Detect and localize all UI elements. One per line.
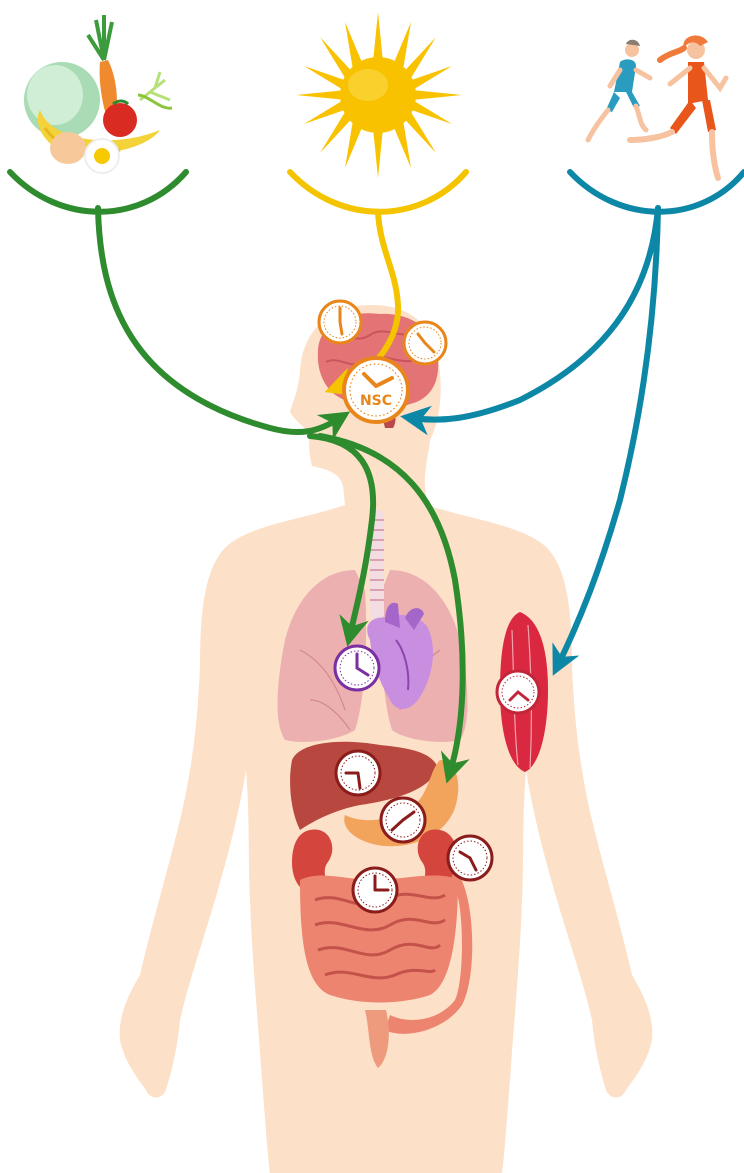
intestine-clock — [353, 868, 397, 912]
runners-icon — [588, 35, 726, 178]
liver-clock — [336, 751, 380, 795]
input-bowls — [10, 172, 744, 212]
food-icon — [24, 15, 172, 173]
nsc-label: NSC — [360, 393, 392, 409]
sun-icon — [296, 12, 462, 178]
kidney-clock — [448, 836, 492, 880]
heart-clock — [335, 646, 379, 690]
brain-clock-1 — [319, 301, 361, 343]
exercise-to-nsc-arrow — [412, 208, 658, 420]
stomach-clock — [381, 798, 425, 842]
nsc-clock: NSC — [344, 358, 408, 422]
brain-clock-2 — [404, 322, 446, 364]
muscle-clock — [497, 671, 539, 713]
